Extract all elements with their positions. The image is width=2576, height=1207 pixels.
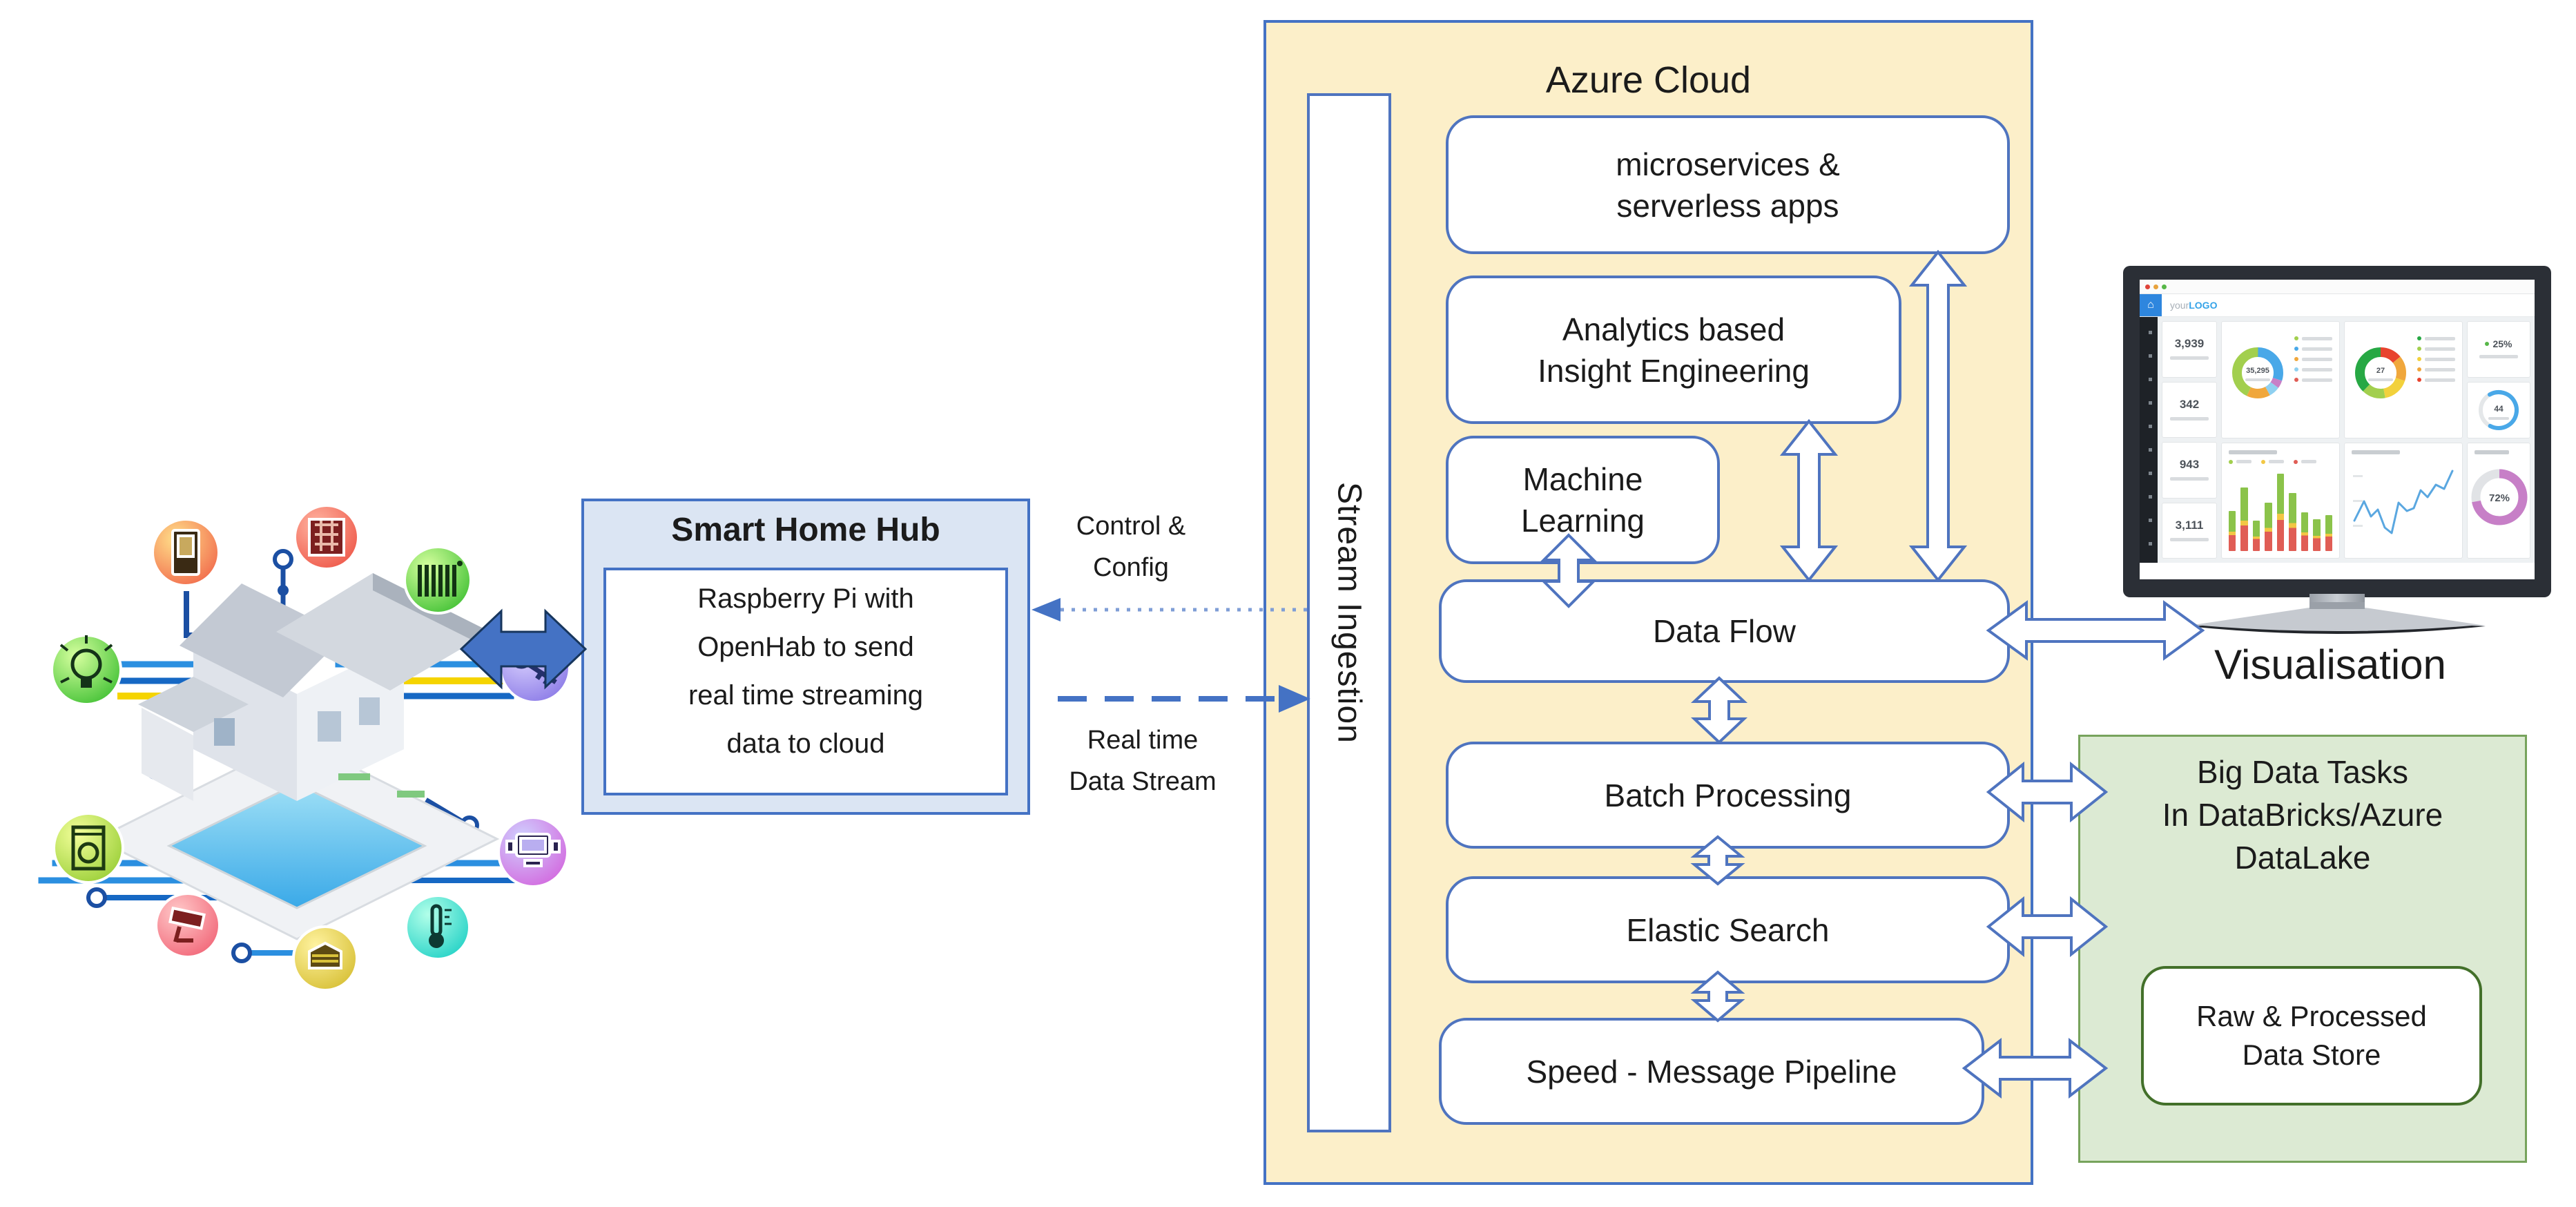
svg-text:72%: 72% bbox=[2489, 492, 2510, 504]
azure-cloud-title: Azure Cloud bbox=[1545, 59, 1752, 101]
control-config-label: Control & Config bbox=[1076, 512, 1186, 582]
window-close-icon bbox=[2145, 284, 2150, 289]
home-icon: ⌂ bbox=[2140, 294, 2162, 316]
dashboard-header: ⌂ yourLOGO bbox=[2140, 294, 2535, 317]
dashboard-content: 3,939 342 943 3,111 bbox=[2158, 317, 2535, 563]
big-data-tasks-title: Big Data Tasks In DataBricks/Azure DataL… bbox=[2162, 754, 2443, 876]
raspberry-pi-box: Raspberry Pi with OpenHab to send real t… bbox=[603, 568, 1008, 795]
smart-home-illustration bbox=[38, 504, 571, 992]
dashboard-screen: ⌂ yourLOGO 3,939 342 943 bbox=[2140, 280, 2535, 579]
azure-cloud-container: Azure Cloud Stream Ingestion microservic… bbox=[1263, 20, 2033, 1185]
flow-gauge-card: 44 bbox=[2467, 382, 2530, 439]
visualisation-label: Visualisation bbox=[2214, 641, 2446, 688]
hub-body-line: OpenHab to send bbox=[697, 632, 914, 662]
window-minimize-icon bbox=[2153, 284, 2158, 289]
placeholder-label bbox=[2479, 355, 2518, 358]
bar-legend bbox=[2229, 459, 2339, 464]
stat-card: 342 bbox=[2162, 381, 2217, 438]
stat-card: 3,111 bbox=[2162, 502, 2217, 559]
ring-gauge: 44 bbox=[2479, 390, 2519, 431]
elastic-search-box: Elastic Search bbox=[1446, 876, 2010, 983]
placeholder-title bbox=[2229, 450, 2277, 454]
dashboard-sidebar bbox=[2140, 317, 2158, 563]
monitor-base bbox=[2189, 602, 2486, 634]
line-chart bbox=[2353, 470, 2454, 534]
smart-home-hub-title: Smart Home Hub bbox=[671, 512, 940, 548]
percent-change-card: 25% bbox=[2467, 321, 2530, 378]
stat-card: 943 bbox=[2162, 442, 2217, 499]
window-icon bbox=[293, 504, 360, 570]
key-icon bbox=[499, 632, 571, 704]
big-data-tasks-box: Big Data Tasks In DataBricks/Azure DataL… bbox=[2078, 735, 2527, 1163]
microservices-box: microservices & serverless apps bbox=[1446, 115, 2010, 254]
placeholder-label bbox=[2170, 416, 2209, 421]
placeholder-label bbox=[2170, 356, 2209, 360]
audience-growth-bar-card bbox=[2221, 442, 2340, 559]
hub-body-line: Raspberry Pi with bbox=[697, 583, 914, 614]
lightbulb-icon bbox=[50, 634, 122, 706]
realtime-datastream-label: Real time Data Stream bbox=[1069, 726, 1217, 796]
data-flow-box: Data Flow bbox=[1439, 579, 2010, 683]
dashboard-logo: yourLOGO bbox=[2170, 300, 2218, 311]
house-graphic bbox=[94, 573, 500, 940]
batch-processing-box: Batch Processing bbox=[1446, 742, 2010, 849]
google-rankings-donut-card: 27 bbox=[2344, 321, 2463, 438]
donut-chart: 27 bbox=[2355, 347, 2406, 398]
door-icon bbox=[151, 518, 220, 587]
placeholder-label bbox=[2170, 537, 2209, 541]
score-donut: 72% bbox=[2471, 469, 2528, 525]
up-indicator-icon bbox=[2485, 342, 2490, 346]
washing-machine-icon bbox=[52, 812, 124, 884]
raw-processed-data-store-box: Raw & Processed Data Store bbox=[2141, 966, 2482, 1105]
hub-body-line: data to cloud bbox=[726, 728, 885, 759]
site-score-card: 72% bbox=[2467, 443, 2530, 559]
svg-text:27: 27 bbox=[2376, 367, 2385, 375]
garage-icon bbox=[292, 925, 358, 992]
placeholder-label bbox=[2170, 477, 2209, 481]
svg-text:44: 44 bbox=[2494, 404, 2504, 414]
machine-learning-box: Machine Learning bbox=[1446, 436, 1720, 564]
smart-home-hub-box: Smart Home Hub Raspberry Pi with OpenHab… bbox=[581, 499, 1030, 815]
browser-topbar bbox=[2140, 280, 2535, 294]
conversions-line-card bbox=[2344, 442, 2463, 559]
svg-text:35,295: 35,295 bbox=[2246, 367, 2269, 375]
analytics-box: Analytics based Insight Engineering bbox=[1446, 276, 1901, 424]
donut-legend bbox=[2417, 330, 2455, 382]
hub-body-line: real time streaming bbox=[688, 680, 924, 711]
donut-chart: 35,295 bbox=[2232, 347, 2283, 398]
stat-card: 3,939 bbox=[2162, 321, 2217, 378]
visualisation-monitor: ⌂ yourLOGO 3,939 342 943 bbox=[2123, 266, 2551, 597]
window-maximize-icon bbox=[2162, 284, 2167, 289]
cctv-camera-icon bbox=[155, 892, 221, 958]
stream-ingestion-box: Stream Ingestion bbox=[1307, 93, 1391, 1132]
donut-legend bbox=[2294, 330, 2332, 382]
placeholder-title bbox=[2475, 450, 2509, 455]
thermometer-icon bbox=[405, 894, 471, 960]
bar-chart bbox=[2229, 474, 2332, 551]
radiator-icon bbox=[403, 545, 472, 615]
placeholder-title bbox=[2352, 450, 2400, 454]
computer-icon bbox=[497, 816, 569, 888]
speed-message-pipeline-box: Speed - Message Pipeline bbox=[1439, 1018, 1984, 1125]
website-visits-donut-card: 35,295 bbox=[2221, 321, 2340, 438]
